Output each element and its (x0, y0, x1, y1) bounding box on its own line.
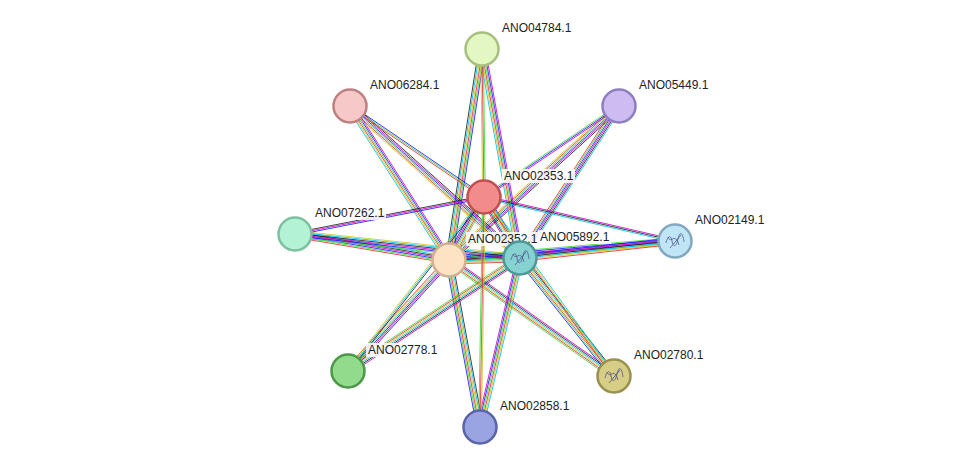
interaction-edge (497, 114, 605, 188)
protein-node: ANO05449.1 (601, 88, 637, 124)
interaction-edge (363, 114, 470, 188)
protein-node: ANO04784.1 (464, 31, 500, 67)
evidence-line (487, 65, 519, 241)
protein-label: ANO04784.1 (500, 21, 573, 35)
evidence-line (482, 274, 514, 410)
evidence-line (530, 272, 603, 363)
evidence-line (486, 66, 518, 242)
evidence-line (450, 65, 478, 242)
evidence-line (357, 210, 472, 357)
evidence-line (484, 66, 486, 180)
evidence-line (356, 122, 437, 247)
evidence-line (363, 269, 507, 363)
protein-label: ANO06284.1 (368, 78, 441, 92)
node-circle (277, 216, 313, 252)
evidence-line (486, 275, 518, 411)
node-circle (330, 353, 366, 389)
evidence-line (537, 244, 658, 257)
protein-node: ANO02858.1 (462, 409, 498, 445)
evidence-line (359, 211, 474, 358)
evidence-line (311, 199, 467, 229)
evidence-line (452, 66, 480, 243)
evidence-line (537, 246, 658, 259)
evidence-line (488, 65, 520, 241)
protein-node: ANO02778.1 (330, 353, 366, 389)
protein-label: ANO05892.1 (538, 230, 611, 244)
evidence-line (498, 116, 605, 188)
evidence-line (464, 268, 601, 364)
evidence-line (362, 119, 443, 244)
evidence-line (363, 117, 508, 246)
interaction-edge (357, 270, 440, 360)
node-circle (502, 240, 538, 276)
evidence-line (364, 270, 508, 364)
evidence-line (365, 115, 510, 244)
protein-label: ANO02780.1 (632, 348, 705, 362)
evidence-line (312, 202, 468, 232)
protein-label: ANO02353.1 (502, 169, 575, 183)
protein-node: ANO07262.1 (277, 216, 313, 252)
interaction-edge (481, 274, 519, 411)
node-circle (596, 358, 632, 394)
protein-label: ANO07262.1 (313, 206, 386, 220)
evidence-line (528, 273, 601, 364)
evidence-line (483, 274, 515, 410)
interaction-edge (361, 115, 510, 249)
node-circle (601, 88, 637, 124)
interaction-edge (360, 265, 507, 365)
interaction-edge (481, 66, 485, 180)
interaction-edge (482, 65, 520, 242)
protein-node: ANO02353.1 (466, 179, 502, 215)
protein-node: ANO02780.1 (596, 358, 632, 394)
protein-node: ANO02149.1 (657, 223, 693, 259)
node-circle (464, 31, 500, 67)
evidence-line (481, 274, 513, 410)
evidence-line (499, 117, 606, 189)
evidence-line (363, 117, 469, 189)
protein-node: ANO05892.1 (502, 240, 538, 276)
node-circle (431, 242, 467, 278)
node-circle (332, 88, 368, 124)
evidence-line (529, 273, 602, 364)
node-circle (466, 179, 502, 215)
evidence-line (484, 66, 516, 242)
interaction-edge (357, 210, 474, 359)
evidence-line (487, 275, 519, 411)
evidence-line (532, 122, 612, 246)
evidence-line (497, 114, 604, 186)
protein-label: ANO02858.1 (498, 399, 571, 413)
evidence-line (363, 268, 507, 362)
evidence-line (485, 275, 517, 411)
evidence-line (537, 245, 658, 258)
evidence-line (312, 200, 468, 230)
protein-node: ANO06284.1 (332, 88, 368, 124)
evidence-line (537, 242, 658, 255)
evidence-line (364, 116, 509, 245)
evidence-line (358, 210, 473, 357)
interaction-edge (311, 199, 467, 232)
protein-label: ANO02149.1 (693, 213, 766, 227)
protein-label: ANO05449.1 (637, 78, 710, 92)
protein-node: ANO02352.1 (431, 242, 467, 278)
node-circle (657, 223, 693, 259)
node-circle (462, 409, 498, 445)
protein-label: ANO02778.1 (366, 343, 439, 357)
evidence-line (364, 116, 470, 188)
evidence-line (365, 114, 471, 186)
